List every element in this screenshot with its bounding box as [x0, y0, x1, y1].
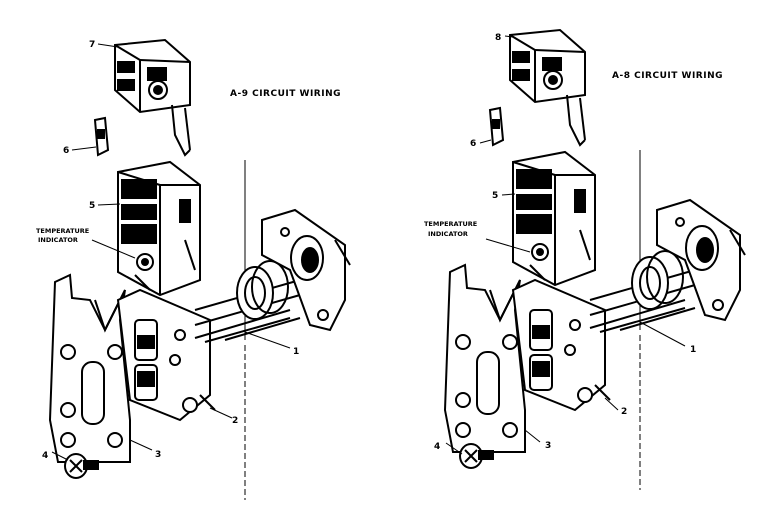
left-callout-2: 2	[232, 416, 238, 426]
left-callout-1: 1	[293, 347, 299, 357]
left-title: A-9 CIRCUIT WIRING	[230, 89, 341, 99]
right-callout-2: 2	[621, 407, 627, 417]
right-title: A-8 CIRCUIT WIRING	[612, 71, 723, 81]
left-assembly	[49, 39, 351, 501]
right-assembly	[444, 29, 746, 491]
left-callout-4: 4	[42, 451, 48, 461]
right-callout-1: 1	[690, 345, 696, 355]
right-callout-6: 6	[470, 139, 476, 149]
left-temperature-label-2: INDICATOR	[38, 236, 78, 244]
right-callout-3: 3	[545, 441, 551, 451]
left-callout-7: 7	[89, 40, 95, 50]
left-callout-5: 5	[89, 201, 95, 211]
right-callout-8: 8	[495, 33, 501, 43]
right-temperature-label-1: TEMPERATURE	[424, 220, 477, 228]
left-callout-3: 3	[155, 450, 161, 460]
left-callout-6: 6	[63, 146, 69, 156]
right-callout-4: 4	[434, 442, 440, 452]
right-temperature-label-2: INDICATOR	[428, 230, 468, 238]
right-callout-5: 5	[492, 191, 498, 201]
left-temperature-label-1: TEMPERATURE	[36, 227, 89, 235]
